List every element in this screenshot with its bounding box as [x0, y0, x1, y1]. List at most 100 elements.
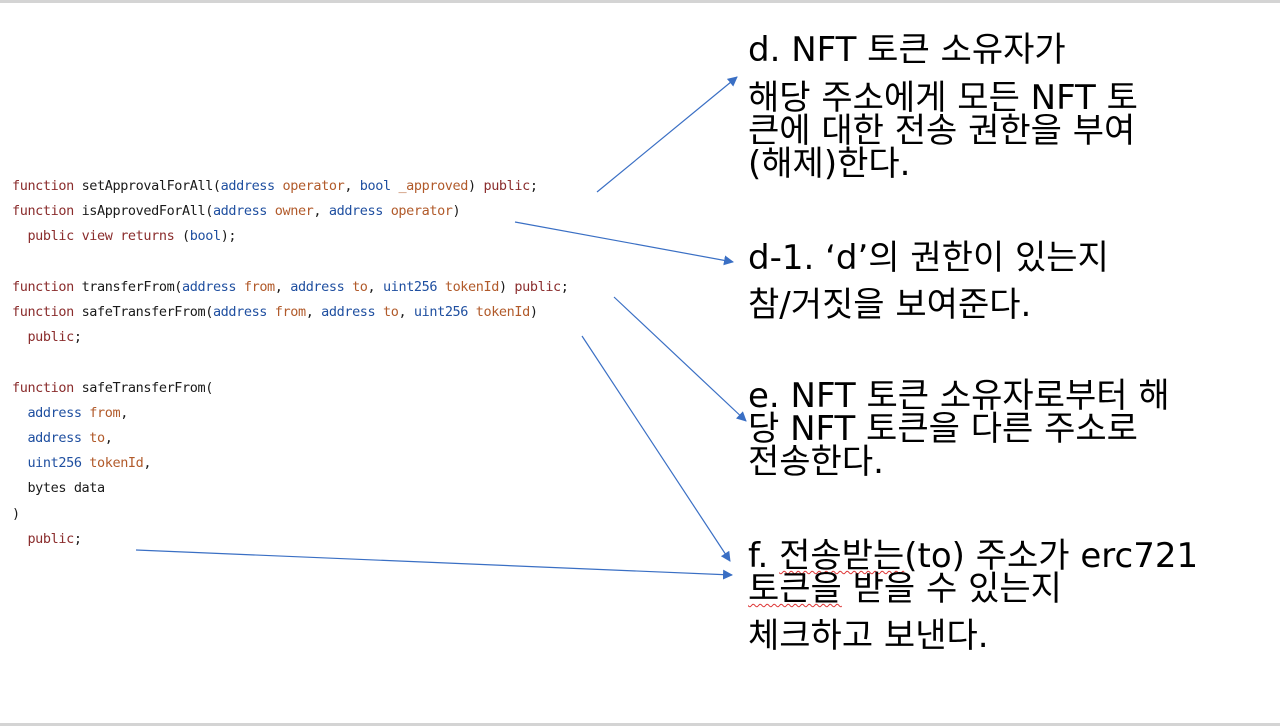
code-token: safeTransferFrom( [81, 379, 214, 396]
code-token: from [274, 304, 306, 320]
code-token: , [313, 203, 329, 220]
code-token: public [12, 228, 82, 245]
annotation-f-line1-rest: (to) 주소가 erc721 [904, 536, 1199, 576]
code-token: from [89, 404, 121, 421]
code-token: to [89, 430, 105, 446]
code-token: ; [73, 329, 82, 346]
code-line: function setApprovalForAll(address opera… [12, 176, 538, 196]
annotation-f-line1: f. 전송받는(to) 주소가 erc721 [748, 539, 1198, 573]
code-token: safeTransferFrom( [81, 304, 214, 320]
spellcheck-word-2: 토큰을 [748, 569, 842, 609]
code-token: uint256 [413, 304, 476, 320]
code-token: from [243, 278, 275, 295]
code-token: , [143, 455, 152, 472]
code-line: function transferFrom(address from, addr… [12, 277, 569, 297]
code-token: ) [529, 304, 538, 320]
code-token: function [12, 203, 82, 220]
annotation-d-line4: (해제)한다. [748, 144, 911, 184]
top-border [0, 0, 1280, 3]
code-token: _approved [398, 178, 468, 194]
code-token: address [12, 430, 90, 446]
spellcheck-word-1: 전송받는 [779, 536, 905, 576]
annotation-f-line2: 토큰을 받을 수 있는지 [748, 572, 1062, 606]
code-token: , [344, 178, 360, 194]
arrow-to-d1 [514, 221, 734, 266]
code-token: setApprovalForAll( [81, 178, 222, 194]
annotation-d1-line2: 참/거짓을 보여준다. [748, 285, 1032, 325]
code-token: view [81, 228, 121, 245]
code-token: ; [73, 530, 82, 547]
code-token: address [212, 203, 275, 220]
code-line: function safeTransferFrom(address from, … [12, 302, 538, 322]
annotation-f-line2-rest: 받을 수 있는지 [841, 569, 1062, 609]
bottom-border [0, 723, 1280, 726]
code-token: address [182, 278, 244, 295]
arrow-to-d [596, 76, 738, 193]
code-line: address from, [12, 403, 128, 423]
code-token: address [321, 304, 383, 320]
code-token: ) [498, 278, 515, 295]
code-token: tokenId [475, 304, 531, 320]
code-token: public [483, 178, 530, 194]
code-token: ) [468, 178, 484, 194]
code-token: bool [189, 228, 221, 245]
code-line: uint256 tokenId, [12, 453, 151, 473]
code-token: bool [359, 178, 399, 194]
annotation-e-line2: 당 NFT 토큰을 다른 주소로 [748, 409, 1138, 449]
annotation-d-line1: d. NFT 토큰 소유자가 [748, 30, 1066, 70]
annotation-e-line3: 전송한다. [748, 442, 884, 482]
code-token: , [120, 404, 128, 421]
code-token: , [398, 304, 414, 320]
code-token: ; [560, 278, 569, 295]
code-line: bytes data [12, 478, 105, 498]
code-token: function [12, 278, 82, 295]
annotation-f-line3: 체크하고 보낸다. [748, 616, 989, 656]
code-line: address to, [12, 428, 112, 448]
code-token: , [104, 430, 113, 446]
code-line: function isApprovedForAll(address owner,… [12, 201, 461, 221]
code-token: tokenId [444, 278, 500, 295]
code-token: ) [12, 505, 20, 522]
code-token: public [12, 530, 74, 547]
code-token: , [305, 304, 322, 320]
code-token: operator [282, 178, 345, 194]
code-token: uint256 [12, 455, 90, 472]
code-token: ( [182, 228, 190, 245]
code-token: to [382, 304, 399, 320]
code-token: operator [390, 203, 453, 220]
code-token: ); [220, 228, 237, 245]
code-line: public view returns (bool); [12, 226, 236, 246]
code-line: public; [12, 529, 82, 549]
annotation-e-line1: e. NFT 토큰 소유자로부터 해 [748, 376, 1170, 416]
code-line: public; [12, 327, 82, 347]
code-token: address [12, 404, 90, 421]
annotation-d1-line1: d-1. ‘d’의 권한이 있는지 [748, 238, 1109, 278]
code-token: bytes data [12, 480, 105, 497]
code-token: , [274, 278, 291, 295]
code-token: returns [120, 228, 183, 245]
code-token: function [12, 178, 82, 194]
code-token: , [367, 278, 384, 295]
code-token: uint256 [383, 278, 445, 295]
annotation-f-prefix: f. [748, 536, 780, 576]
arrow-to-f-upper [581, 335, 731, 562]
code-token: ) [452, 203, 461, 220]
code-token: function [12, 304, 82, 320]
code-token: address [220, 178, 283, 194]
code-token: address [328, 203, 391, 220]
code-token: public [12, 329, 74, 346]
arrow-to-f-lower [135, 549, 733, 580]
code-token: owner [274, 203, 314, 220]
code-line: function safeTransferFrom( [12, 378, 213, 398]
code-token: address [212, 304, 275, 320]
code-token: isApprovedForAll( [81, 203, 214, 220]
code-token: transferFrom( [81, 278, 183, 295]
code-token: to [352, 278, 368, 295]
code-token: ; [529, 178, 538, 194]
code-line: ) [12, 504, 20, 524]
arrow-to-e [613, 296, 747, 422]
annotation-d-line3: 큰에 대한 전송 권한을 부여 [748, 111, 1136, 151]
code-token: tokenId [89, 455, 144, 472]
code-token: function [12, 379, 82, 396]
